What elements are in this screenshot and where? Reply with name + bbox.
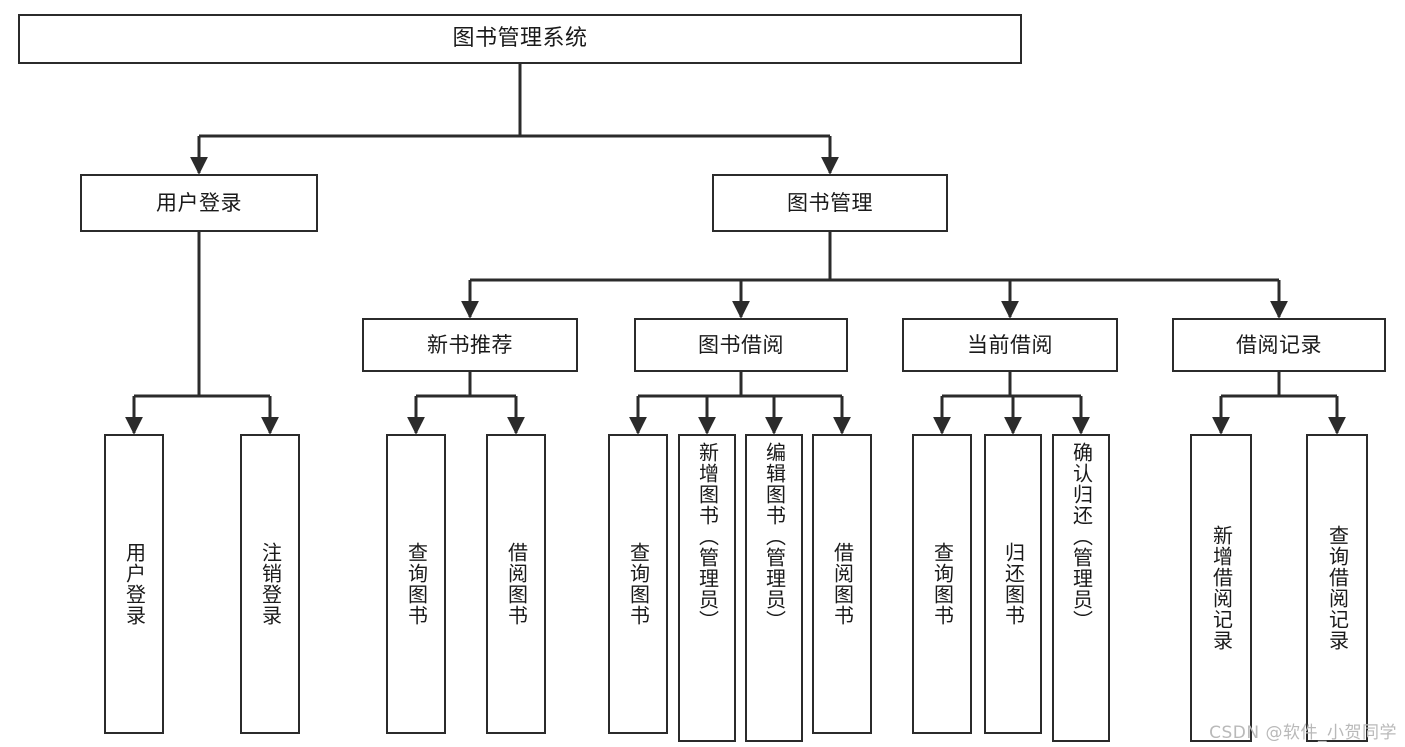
node-label: 用户登录 [156,190,242,215]
node-label: 图书管理 [787,190,873,215]
node-label: 查询借阅记录 [1325,525,1350,651]
node-leaf-add-borrow-record[interactable]: 新增借阅记录 [1190,434,1252,742]
node-label: 图书管理系统 [452,26,588,52]
node-label: 查询图书 [626,542,651,626]
node-label: 编辑图书（管理员） [762,442,787,631]
node-leaf-query-book-2[interactable]: 查询图书 [608,434,668,734]
node-leaf-query-book-3[interactable]: 查询图书 [912,434,972,734]
node-label: 归还图书 [1001,542,1026,626]
node-label: 新书推荐 [427,332,513,357]
node-label: 用户登录 [122,542,147,626]
node-label: 当前借阅 [967,332,1053,357]
node-leaf-logout-login[interactable]: 注销登录 [240,434,300,734]
node-leaf-return-book[interactable]: 归还图书 [984,434,1042,734]
node-leaf-borrow-book-2[interactable]: 借阅图书 [812,434,872,734]
node-label: 确认归还（管理员） [1069,442,1094,631]
node-leaf-query-book-1[interactable]: 查询图书 [386,434,446,734]
watermark: CSDN @软件_小贺同学 [1209,723,1397,743]
node-leaf-confirm-return-admin[interactable]: 确认归还（管理员） [1052,434,1110,742]
node-label: 注销登录 [258,542,283,626]
node-label: 新增图书（管理员） [695,442,720,631]
node-book-borrow[interactable]: 图书借阅 [634,318,848,372]
node-label: 借阅记录 [1236,332,1322,357]
node-user-login[interactable]: 用户登录 [80,174,318,232]
node-label: 查询图书 [404,542,429,626]
node-current-borrow[interactable]: 当前借阅 [902,318,1118,372]
node-label: 借阅图书 [830,542,855,626]
node-leaf-user-login[interactable]: 用户登录 [104,434,164,734]
node-leaf-query-borrow-record[interactable]: 查询借阅记录 [1306,434,1368,742]
node-leaf-borrow-book-1[interactable]: 借阅图书 [486,434,546,734]
node-new-book-recommend[interactable]: 新书推荐 [362,318,578,372]
node-leaf-edit-book-admin[interactable]: 编辑图书（管理员） [745,434,803,742]
node-label: 借阅图书 [504,542,529,626]
node-root[interactable]: 图书管理系统 [18,14,1022,64]
node-leaf-add-book-admin[interactable]: 新增图书（管理员） [678,434,736,742]
node-label: 图书借阅 [698,332,784,357]
node-borrow-record[interactable]: 借阅记录 [1172,318,1386,372]
node-label: 查询图书 [930,542,955,626]
node-book-manage[interactable]: 图书管理 [712,174,948,232]
node-label: 新增借阅记录 [1209,525,1234,651]
